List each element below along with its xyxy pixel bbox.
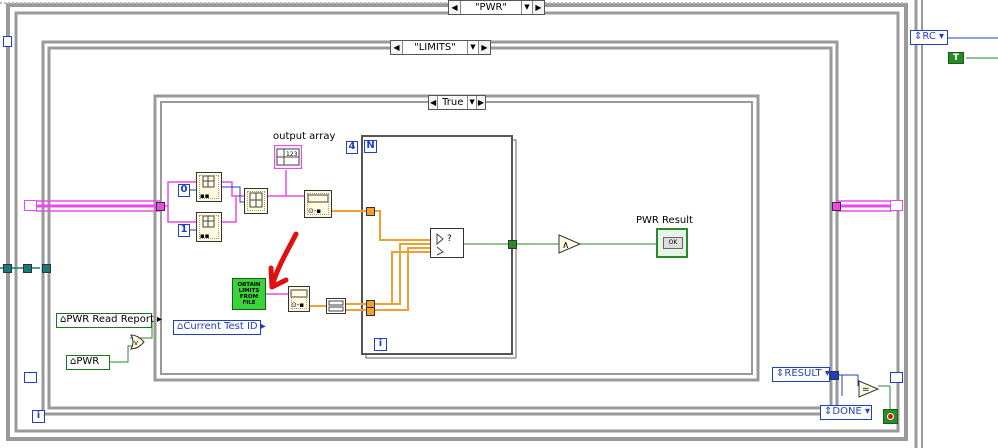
chevron-down-icon[interactable]: ▼ [467, 41, 478, 54]
and-array-elements-node[interactable]: ∧ [558, 234, 582, 254]
shift-register-left-icon[interactable] [24, 200, 37, 211]
red-arrow-annotation [268, 231, 299, 290]
index-array-node-1[interactable]: ▪▪ [196, 172, 222, 202]
iteration-terminal-loop: i [374, 338, 387, 351]
loop-tunnel-green-out[interactable] [508, 240, 517, 249]
cluster-icon: ⊙-▪ [290, 289, 308, 309]
home-icon: ⌂ [70, 356, 77, 367]
shift-register-right-blue-icon[interactable] [890, 372, 903, 383]
pwr-result-indicator[interactable]: OK [656, 228, 688, 258]
chevron-down-icon[interactable]: ▼ [467, 96, 475, 109]
stop-icon [887, 413, 894, 420]
svg-text:?: ? [447, 234, 452, 244]
tunnel-pink-out[interactable] [832, 202, 841, 211]
case-prev-icon[interactable]: ◀ [429, 96, 439, 109]
select-icon: ? [436, 232, 452, 256]
iteration-terminal-outer: i [32, 410, 45, 423]
svg-text:⊙-▪: ⊙-▪ [291, 301, 304, 309]
result-label: RESULT [784, 368, 822, 379]
array-to-cluster-node[interactable]: ⊙-▪ [304, 190, 332, 218]
svg-text:123: 123 [286, 151, 298, 158]
obtain-limits-subvi[interactable]: OBTAIN LIMITS FROM FILE [232, 278, 266, 310]
index-array-node-2[interactable]: ▪▪ [196, 212, 222, 242]
tunnel-teal-outer[interactable] [3, 264, 12, 273]
shift-register-left-blue-icon[interactable] [24, 372, 37, 383]
case-prev-icon[interactable]: ◀ [391, 41, 403, 54]
tunnel-left-top[interactable] [3, 36, 12, 47]
chevron-down-icon: ▾ [935, 31, 945, 42]
true-case-label: True [442, 97, 464, 108]
tunnel-teal-mid[interactable] [23, 264, 32, 273]
svg-text:v: v [134, 339, 138, 347]
rc-enum[interactable]: ⇕RC ▾ [910, 30, 948, 45]
loop-count-constant[interactable]: 4 [346, 141, 358, 154]
tunnel-pink-in[interactable] [156, 202, 165, 211]
svg-text:=: = [862, 385, 870, 395]
chevron-down-icon: ▾ [821, 368, 830, 379]
chevron-right-icon: ▸ [257, 321, 266, 332]
svg-text:∧: ∧ [562, 240, 569, 251]
loop-tunnel-orange-3[interactable] [366, 307, 375, 316]
done-enum[interactable]: ⇕DONE ▾ [820, 405, 872, 420]
updown-icon: ⇕ [776, 368, 785, 379]
unbundle-icon [328, 300, 344, 312]
svg-text:▪▪: ▪▪ [200, 232, 210, 240]
stop-terminal[interactable] [883, 409, 898, 424]
rc-label: RC [922, 31, 936, 42]
result-enum[interactable]: ⇕RESULT ▾ [772, 367, 830, 382]
index-constant-0[interactable]: 0 [178, 184, 190, 197]
or-icon: v [130, 334, 145, 350]
pwr-case-selector[interactable]: ◀ "PWR" ▼ ▶ [448, 0, 545, 15]
index-constant-1[interactable]: 1 [178, 224, 190, 237]
tunnel-teal-inner[interactable] [42, 264, 51, 273]
case-next-icon[interactable]: ▶ [478, 41, 490, 54]
chevron-down-icon[interactable]: ▼ [521, 1, 532, 14]
chevron-right-icon: ▸ [153, 314, 163, 325]
case-next-icon[interactable]: ▶ [532, 1, 544, 14]
home-icon: ⌂ [177, 321, 184, 332]
equal-node[interactable]: = [858, 380, 880, 398]
tunnel-blue-result[interactable] [830, 371, 839, 380]
and-array-icon: ∧ [558, 234, 582, 254]
limits-case-selector[interactable]: ◀ "LIMITS" ▼ ▶ [390, 40, 491, 55]
svg-text:⊙-▪: ⊙-▪ [308, 207, 321, 215]
build-array-node[interactable] [244, 188, 268, 214]
pwr-read-report-control[interactable]: ⌂PWR Read Report ▸ [56, 313, 162, 328]
pwr-result-ok-text: OK [663, 237, 683, 249]
home-icon: ⌂ [60, 314, 67, 325]
loop-count-terminal: N [364, 140, 377, 153]
current-test-id-control[interactable]: ⌂Current Test ID ▸ [173, 320, 266, 335]
pwr-result-label: PWR Result [636, 215, 693, 226]
build-array-icon [249, 192, 263, 208]
current-test-id-label: Current Test ID [183, 321, 258, 332]
or-node[interactable]: v [130, 334, 146, 350]
output-array-indicator[interactable]: 123 [274, 145, 302, 169]
index-array-icon: ▪▪ [200, 215, 215, 240]
done-label: DONE [832, 406, 862, 417]
cluster-icon: ⊙-▪ [307, 194, 329, 215]
limits-case-label: "LIMITS" [414, 42, 456, 53]
bool-true-constant[interactable]: T [948, 52, 964, 64]
updown-icon: ⇕ [914, 31, 923, 42]
case-prev-icon[interactable]: ◀ [449, 1, 461, 14]
equal-icon: = [858, 380, 880, 398]
array-indicator-icon: 123 [276, 148, 300, 166]
pwr-control[interactable]: ⌂PWR [66, 355, 110, 370]
updown-icon: ⇕ [824, 406, 833, 417]
array-to-cluster-node-2[interactable]: ⊙-▪ [288, 286, 310, 312]
svg-text:▪▪: ▪▪ [200, 192, 210, 200]
output-array-label: output array [273, 131, 336, 142]
pwr-label: PWR [76, 356, 100, 367]
select-node[interactable]: ? [430, 228, 464, 258]
shift-register-right-icon[interactable] [890, 200, 903, 211]
index-array-icon: ▪▪ [200, 175, 215, 200]
true-case-selector[interactable]: ◀ True ▼ ▶ [428, 95, 486, 110]
unbundle-node[interactable] [326, 298, 346, 314]
pwr-case-label: "PWR" [474, 2, 508, 13]
case-next-icon[interactable]: ▶ [475, 96, 485, 109]
loop-tunnel-orange-1[interactable] [366, 207, 375, 216]
pwr-read-report-label: PWR Read Report [66, 314, 154, 325]
chevron-down-icon: ▾ [861, 406, 870, 417]
